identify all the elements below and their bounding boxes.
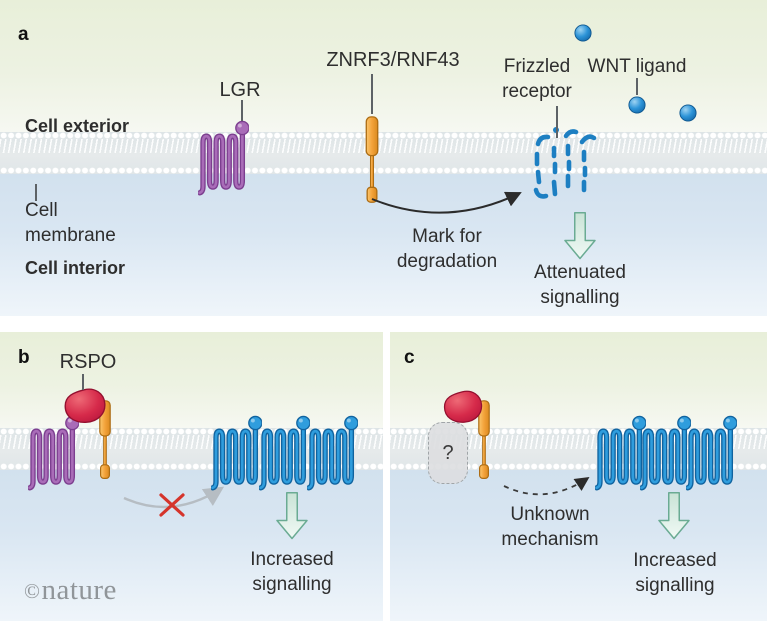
lgr-label: LGR — [219, 79, 261, 101]
mark-for-degradation-label: Mark for degradation — [397, 224, 497, 274]
attenuated-signalling-arrow-icon — [562, 212, 598, 260]
attenuated-signalling-label: Attenuated signalling — [534, 260, 626, 310]
cell-membrane-label-line1: Cell — [25, 200, 58, 221]
cell-interior-label: Cell interior — [25, 258, 126, 278]
frizzled-receptor-icon — [211, 414, 262, 496]
rspo-protein-icon — [62, 388, 108, 424]
lgr-receptor-icon — [28, 414, 79, 496]
panel-c-letter: c — [404, 347, 415, 368]
unknown-label-line2: mechanism — [501, 529, 599, 550]
unknown-protein-icon: ? — [428, 422, 468, 484]
frizzled-receptor-icon — [595, 414, 646, 496]
degraded-frizzled-receptor-icon — [533, 127, 597, 199]
rspo-label: RSPO — [59, 351, 117, 373]
question-mark: ? — [442, 441, 454, 464]
frizzled-receptor-label: Frizzled receptor — [502, 54, 572, 104]
increased-signalling-label: Increased signalling — [250, 547, 333, 597]
blocked-interaction-arrow — [123, 486, 225, 517]
increased-signalling-arrow-icon — [275, 492, 309, 540]
increased-signalling-arrow-icon — [657, 492, 691, 540]
unknown-label-line1: Unknown — [510, 504, 590, 525]
lgr-leader-line — [241, 100, 243, 121]
panel-a-letter: a — [18, 24, 29, 45]
wnt-leader-line — [636, 78, 638, 95]
lgr-receptor-icon — [198, 119, 249, 201]
attenuated-label-line2: signalling — [540, 287, 620, 308]
frizzled-receptor-icon — [259, 414, 310, 496]
wnt-ligand-label: WNT ligand — [587, 56, 687, 77]
frizzled-label-line1: Frizzled — [503, 56, 571, 77]
cell-interior-zone — [0, 470, 383, 621]
increased-label-line1: Increased — [250, 549, 334, 570]
wnt-ligand-icon — [574, 24, 592, 42]
frizzled-leader-line — [556, 106, 558, 138]
copyright-symbol: © — [24, 579, 41, 603]
mark-label-line2: degradation — [396, 251, 498, 272]
mark-for-degradation-arrow — [371, 191, 522, 214]
znrf3-leader-line — [371, 74, 373, 114]
frizzled-label-line2: receptor — [502, 81, 572, 102]
wnt-ligand-icon — [628, 96, 646, 114]
rspo-protein-icon — [442, 390, 484, 424]
panel-a — [0, 0, 767, 316]
frizzled-receptor-icon — [640, 414, 691, 496]
cell-exterior-zone — [0, 332, 383, 428]
increased-label-line2: signalling — [252, 574, 332, 595]
nature-logo: ©nature — [24, 574, 117, 607]
rspo-leader-line — [82, 374, 84, 390]
mark-label-line1: Mark for — [412, 226, 482, 247]
znrf3-label: ZNRF3/RNF43 — [326, 49, 460, 71]
red-x-icon — [159, 493, 185, 517]
cell-membrane-label: Cell membrane — [25, 198, 116, 248]
cell-membrane-band — [0, 132, 767, 174]
wnt-ligand-icon — [679, 104, 697, 122]
frizzled-receptor-icon — [307, 414, 358, 496]
increased-label-line2: signalling — [635, 575, 715, 596]
cell-interior-zone — [0, 174, 767, 316]
unknown-mechanism-arrow — [503, 477, 590, 496]
cell-membrane-leader-line — [35, 184, 37, 201]
frizzled-receptor-icon — [686, 414, 737, 496]
cell-membrane-label-line2: membrane — [25, 225, 116, 246]
cell-interior-zone — [390, 470, 767, 621]
nature-wordmark: nature — [41, 574, 117, 606]
increased-signalling-label: Increased signalling — [633, 548, 716, 598]
increased-label-line1: Increased — [633, 550, 717, 571]
panel-b-letter: b — [18, 347, 30, 368]
cell-exterior-label: Cell exterior — [25, 116, 130, 136]
attenuated-label-line1: Attenuated — [534, 262, 626, 283]
unknown-mechanism-label: Unknown mechanism — [501, 502, 598, 552]
